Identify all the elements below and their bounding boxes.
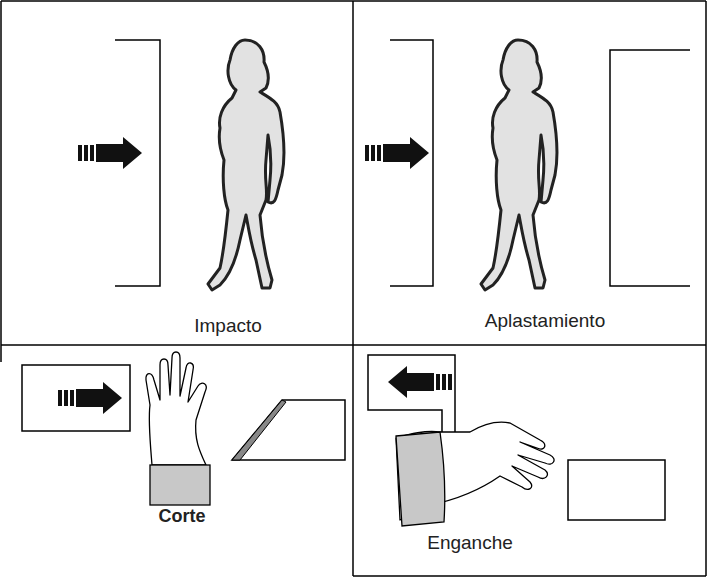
hazard-label: Enganche [427, 532, 513, 554]
snag-scene [368, 355, 665, 526]
hazard-label: Impacto [194, 315, 262, 337]
hazard-label: Aplastamiento [485, 310, 605, 332]
crush-scene [365, 40, 690, 290]
impact-scene [78, 40, 284, 290]
hazard-label: Corte [158, 506, 205, 527]
cut-scene [22, 352, 345, 505]
